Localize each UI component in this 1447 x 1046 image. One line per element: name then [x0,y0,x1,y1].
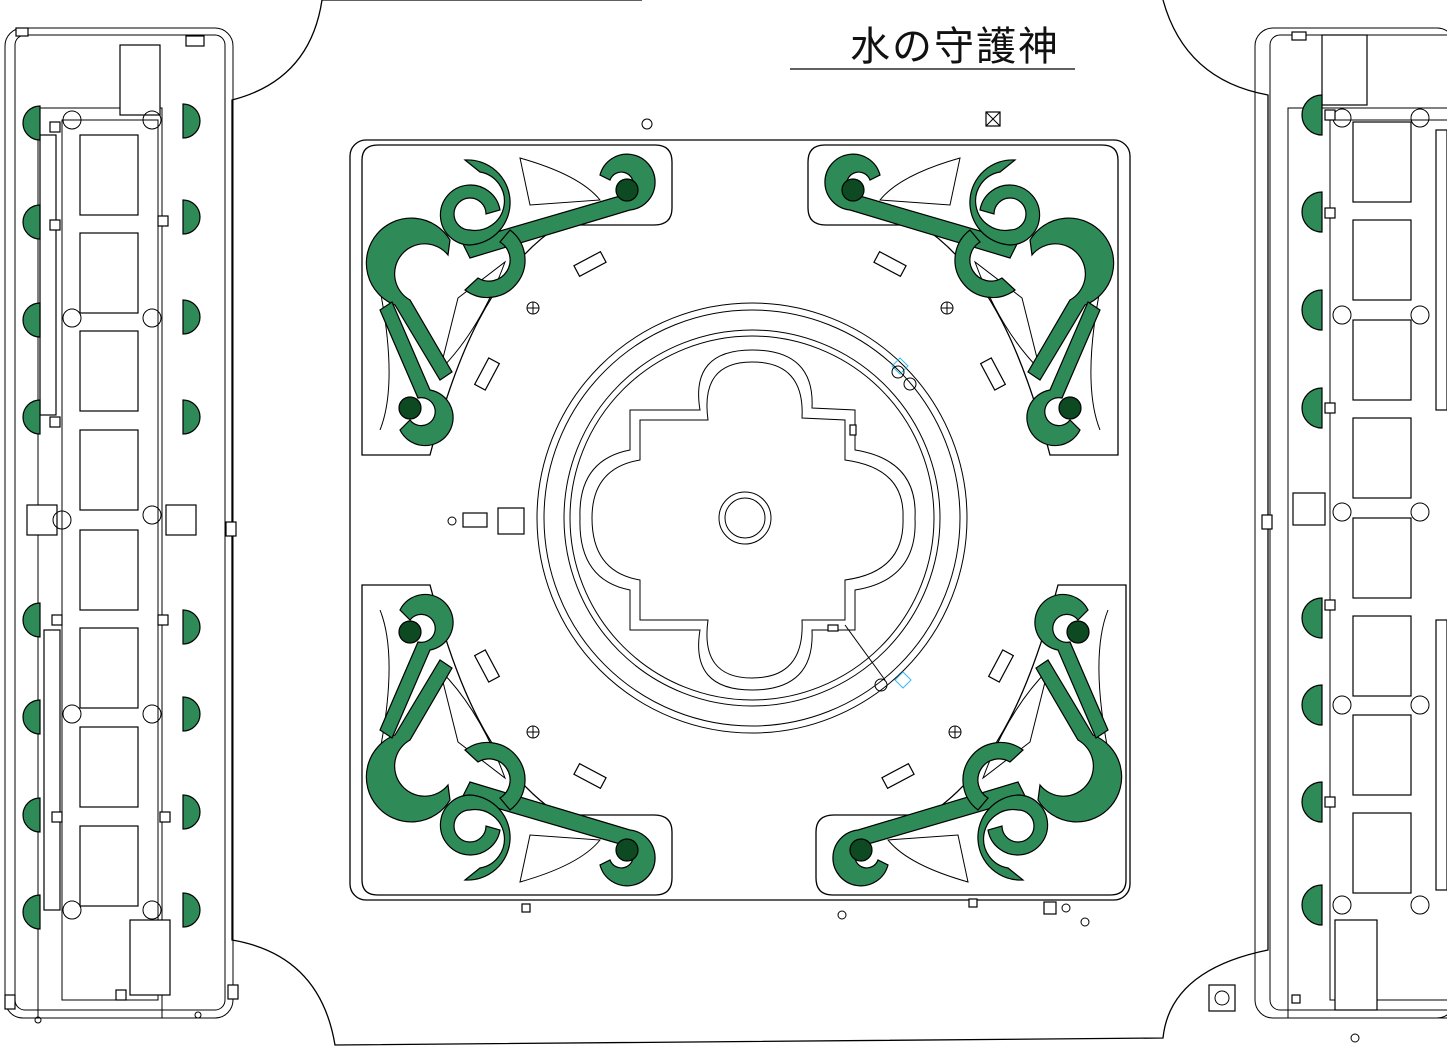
right-garden-strip [1254,27,1447,1019]
fountain-center [718,491,772,545]
hedge-top-right [807,144,1119,456]
hedge-bottom-right [815,584,1127,896]
fountain-basin [536,302,968,734]
hedge-top-left [361,144,673,456]
quatrefoil-pool [579,349,916,691]
left-garden-strip [4,27,234,1024]
central-square [349,139,1131,901]
hedge-bottom-left [361,584,673,896]
plaza-outline [231,0,1269,1046]
page-title: 水の守護神 [850,24,1060,70]
